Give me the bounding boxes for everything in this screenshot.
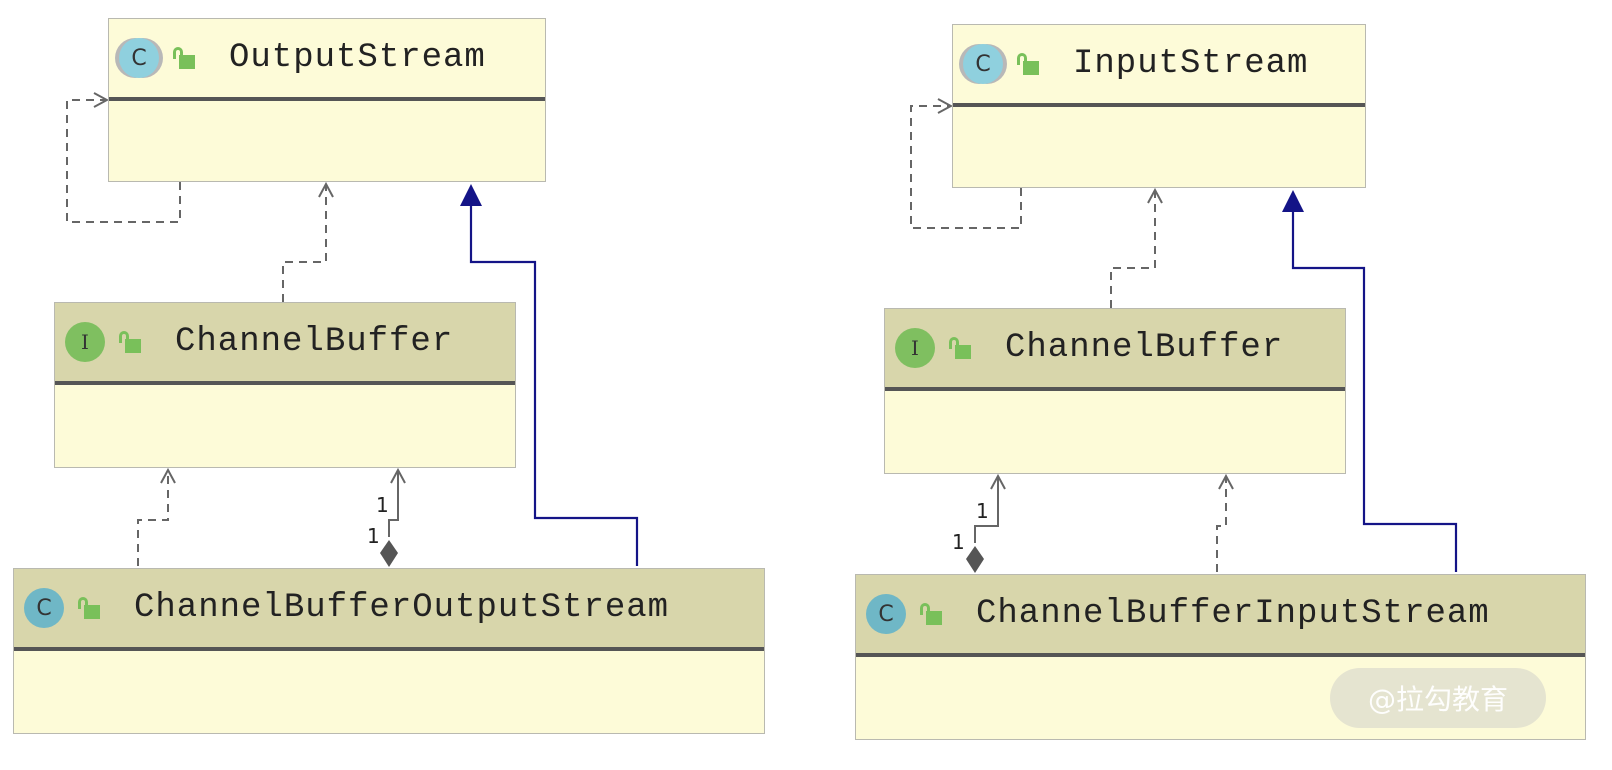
class-header: C ChannelBufferOutputStream	[14, 569, 764, 651]
interface-header: I ChannelBuffer	[885, 309, 1345, 391]
interface-icon: I	[65, 322, 105, 362]
diamond-composition-icon	[380, 540, 398, 567]
class-icon: C	[963, 44, 1003, 84]
right-composition-line	[974, 476, 998, 543]
diamond-composition-icon	[966, 546, 984, 573]
unlocked-padlock-icon	[78, 597, 100, 619]
interface-name: ChannelBuffer	[1005, 329, 1284, 367]
class-name: InputStream	[1073, 45, 1309, 83]
left-mult-bottom: 1	[367, 524, 380, 548]
class-name: ChannelBufferInputStream	[976, 595, 1490, 633]
left-mult-top: 1	[376, 493, 389, 517]
class-header: C ChannelBufferInputStream	[856, 575, 1585, 657]
unlocked-padlock-icon	[920, 603, 942, 625]
left-composition-line	[388, 470, 398, 537]
interface-name: ChannelBuffer	[175, 323, 454, 361]
class-icon: C	[24, 588, 64, 628]
right-impl-to-iface-dependency	[1216, 476, 1226, 572]
class-header: C OutputStream	[109, 19, 545, 101]
interface-icon: I	[895, 328, 935, 368]
class-name: OutputStream	[229, 39, 486, 77]
triangle-inheritance-icon	[1282, 190, 1304, 212]
right-mult-bottom: 1	[952, 530, 965, 554]
interface-header: I ChannelBuffer	[55, 303, 515, 385]
right-iface-to-root-dependency	[1110, 190, 1155, 308]
class-icon: C	[866, 594, 906, 634]
right-inheritance-line	[1291, 212, 1458, 572]
interface-box-channel-buffer[interactable]: I ChannelBuffer	[884, 308, 1346, 474]
class-box-input-stream[interactable]: C InputStream	[952, 24, 1366, 188]
left-iface-to-root-dependency	[282, 184, 326, 302]
right-mult-top: 1	[976, 499, 989, 523]
class-box-output-stream[interactable]: C OutputStream	[108, 18, 546, 182]
class-box-channel-buffer-input-stream[interactable]: C ChannelBufferInputStream	[855, 574, 1586, 740]
left-inheritance-line	[469, 206, 639, 566]
interface-box-channel-buffer[interactable]: I ChannelBuffer	[54, 302, 516, 468]
unlocked-padlock-icon	[119, 331, 141, 353]
triangle-inheritance-icon	[460, 184, 482, 206]
unlocked-padlock-icon	[1017, 53, 1039, 75]
class-name: ChannelBufferOutputStream	[134, 589, 670, 627]
left-impl-to-iface-dependency	[137, 470, 168, 566]
unlocked-padlock-icon	[949, 337, 971, 359]
unlocked-padlock-icon	[173, 47, 195, 69]
class-icon: C	[119, 38, 159, 78]
right-self-dependency	[910, 106, 1022, 229]
class-header: C InputStream	[953, 25, 1365, 107]
watermark: @拉勾教育	[1330, 668, 1546, 728]
class-box-channel-buffer-output-stream[interactable]: C ChannelBufferOutputStream	[13, 568, 765, 734]
